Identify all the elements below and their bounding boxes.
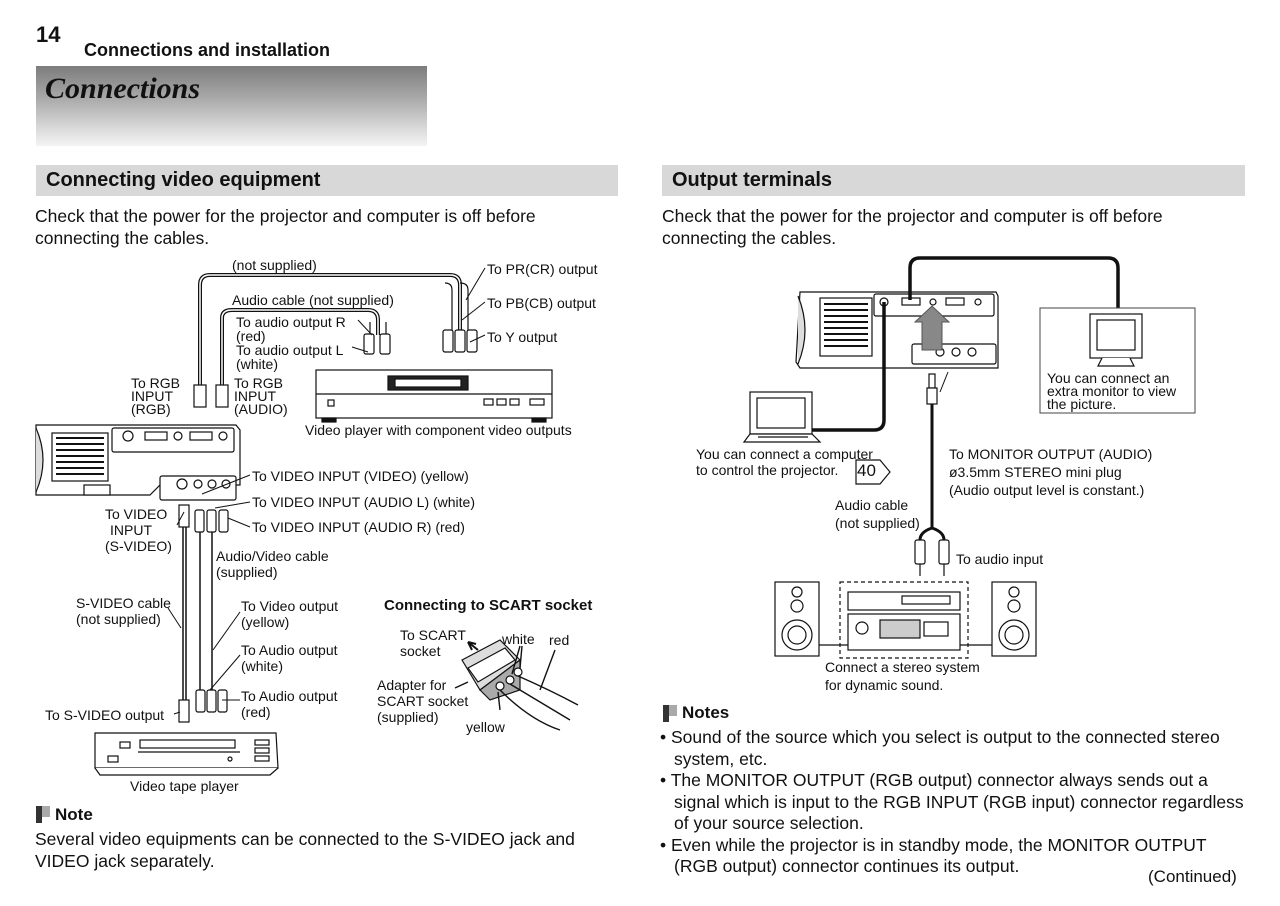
title-banner <box>36 66 427 146</box>
note-item: • The MONITOR OUTPUT (RGB output) connec… <box>660 770 1244 833</box>
notes-list: • Sound of the source which you select i… <box>660 727 1250 878</box>
video-player-label: Video player with component video output… <box>305 422 572 438</box>
red-label: (red) <box>236 328 266 344</box>
to-audio-output-white-label: To Audio output (white) <box>241 642 338 674</box>
note-title: Note <box>55 805 93 824</box>
to-y-output-label: To Y output <box>487 329 558 345</box>
to-rgb-input-audio-label: To RGB INPUT (AUDIO) <box>234 375 288 417</box>
scart-red-label: red <box>549 632 570 648</box>
monitor-output-label: To MONITOR OUTPUT (AUDIO) ø3.5mm STEREO … <box>949 446 1153 498</box>
not-supplied-label: (not supplied) <box>232 257 317 273</box>
audio-cable-label: Audio cable (not supplied) <box>232 292 394 308</box>
av-cable-label: Audio/Video cable (supplied) <box>216 548 329 580</box>
video-tape-player-label: Video tape player <box>130 778 239 794</box>
computer-label: You can connect a computer to control th… <box>696 446 873 478</box>
scart-white-label: white <box>502 631 535 647</box>
note-item: • Sound of the source which you select i… <box>660 727 1220 769</box>
to-video-input-video-label: To VIDEO INPUT (VIDEO) (yellow) <box>252 468 469 484</box>
page-reference[interactable]: 40 <box>857 461 876 480</box>
to-rgb-input-rgb-label: To RGB INPUT (RGB) <box>131 375 181 417</box>
to-svideo-output-label: To S-VIDEO output <box>45 707 165 723</box>
scart-yellow-label: yellow <box>466 719 505 735</box>
to-video-input-audio-r-label: To VIDEO INPUT (AUDIO R) (red) <box>252 519 465 535</box>
continued-label: (Continued) <box>1148 867 1237 886</box>
page-title: Connections <box>45 72 201 105</box>
white-label: (white) <box>236 356 279 372</box>
to-pb-output-label: To PB(CB) output <box>487 295 596 311</box>
chapter-title: Connections and installation <box>84 40 331 60</box>
to-svideo-input-label: To VIDEO INPUT (S-VIDEO) <box>105 506 172 554</box>
stereo-system-label: Connect a stereo system for dynamic soun… <box>825 659 980 693</box>
audio-cable-right-label: Audio cable (not supplied) <box>835 497 920 531</box>
page-number: 14 <box>36 22 61 47</box>
notes-title: Notes <box>682 703 730 722</box>
to-audio-input-label: To audio input <box>956 551 1044 567</box>
section-title-video: Connecting video equipment <box>36 165 618 196</box>
to-video-output-label: To Video output (yellow) <box>241 598 339 630</box>
intro-text-left: Check that the power for the projector a… <box>35 206 536 248</box>
section-title-output: Output terminals <box>662 165 1245 196</box>
extra-monitor-label: You can connect an extra monitor to view… <box>1047 370 1177 412</box>
to-scart-label: To SCART socket <box>400 627 466 659</box>
note-text: Several video equipments can be connecte… <box>35 829 575 871</box>
note-item: • Even while the projector is in standby… <box>660 834 1207 877</box>
to-video-input-audio-l-label: To VIDEO INPUT (AUDIO L) (white) <box>252 494 476 510</box>
to-pr-output-label: To PR(CR) output <box>487 261 598 277</box>
scart-title: Connecting to SCART socket <box>384 597 593 614</box>
intro-text-right: Check that the power for the projector a… <box>662 206 1163 248</box>
to-audio-r-label: To audio output R <box>236 314 346 330</box>
to-audio-l-label: To audio output L <box>236 342 344 358</box>
svideo-cable-label: S-VIDEO cable (not supplied) <box>76 595 171 627</box>
to-audio-output-red-label: To Audio output (red) <box>241 688 338 720</box>
adapter-label: Adapter for SCART socket (supplied) <box>377 677 469 725</box>
